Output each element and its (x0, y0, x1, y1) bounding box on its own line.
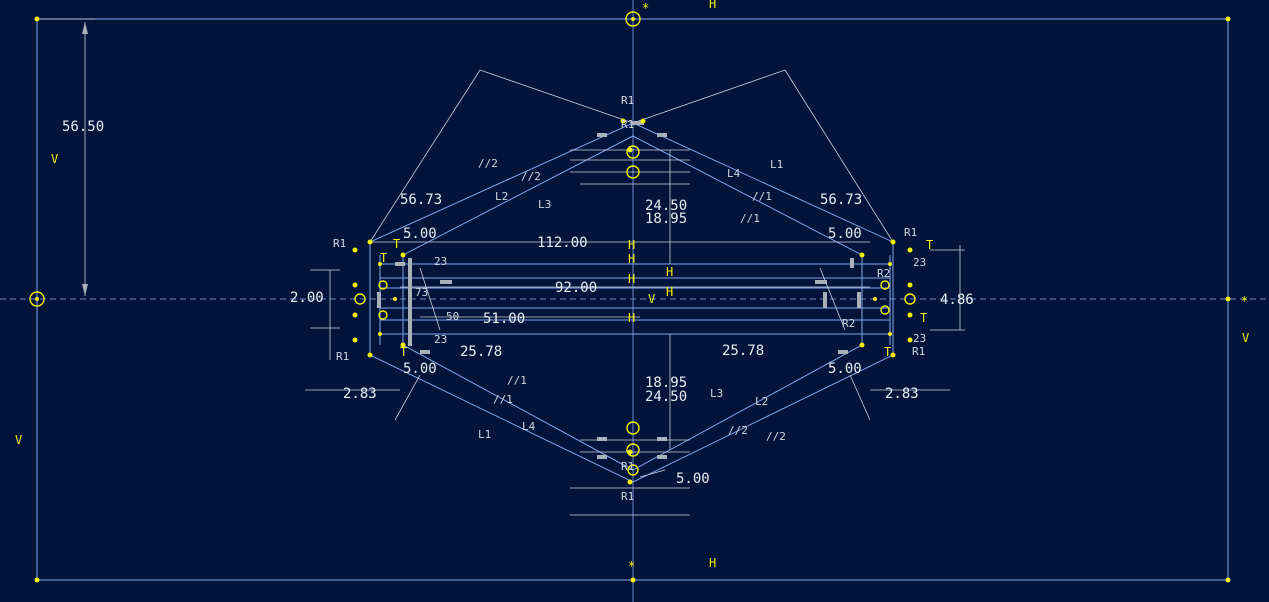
constraint-l2: L2 (755, 395, 768, 408)
constraint-h: H (666, 285, 673, 299)
dim-2-83-right: 2.83 (885, 386, 919, 402)
symmetry-star-icon: * (1241, 294, 1248, 308)
origin-icon[interactable] (625, 11, 641, 27)
constraint-v: V (51, 152, 58, 166)
constraint-parallel: //2 (478, 157, 498, 170)
symmetry-star-icon: * (642, 1, 649, 15)
constraint-radius: R1 (621, 118, 634, 131)
constraint-h: H (666, 265, 673, 279)
constraint-tangent: T (380, 251, 387, 265)
constraint-h: H (709, 556, 716, 570)
constraint-l3: L3 (538, 198, 551, 211)
constraint-parallel: //2 (521, 170, 541, 183)
dim-112: 112.00 (537, 235, 588, 251)
symmetry-star-icon: * (628, 559, 635, 573)
dim-56-50: 56.50 (62, 119, 104, 135)
constraint-l1: L1 (770, 158, 783, 171)
origin-icon[interactable] (29, 291, 45, 307)
constraint-v: V (648, 292, 655, 306)
constraint-tangent: T (920, 311, 927, 325)
dim-4-86: 4.86 (940, 292, 974, 308)
constraint-parallel: //1 (752, 190, 772, 203)
dim-92: 92.00 (555, 280, 597, 296)
dim-5-bottom: 5.00 (676, 471, 710, 487)
constraint-radius: R2 (842, 317, 855, 330)
constraint-parallel: //1 (740, 212, 760, 225)
dim-5-bl: 5.00 (403, 361, 437, 377)
constraint-parallel: //2 (766, 430, 786, 443)
constraint-l3: L3 (710, 387, 723, 400)
dim-51: 51.00 (483, 311, 525, 327)
dim-2-83-left: 2.83 (343, 386, 377, 402)
dim-56-73-left: 56.73 (400, 192, 442, 208)
constraint-radius: R1 (621, 94, 634, 107)
dim-50: 50 (446, 310, 459, 323)
constraint-h: H (628, 252, 635, 266)
slot-lines[interactable] (379, 255, 891, 345)
constraint-v: V (1242, 331, 1249, 345)
constraint-tangent: T (400, 345, 407, 359)
constraint-symbols[interactable]: H H V V V H H H H H H V L1 L1 L2 L2 L3 L… (15, 0, 1249, 570)
dim-23-b: 23 (434, 333, 447, 346)
dim-23-c: 23 (913, 256, 926, 269)
constraint-l4: L4 (522, 420, 536, 433)
vertex-points[interactable] (34, 16, 1231, 583)
dim-23-a: 23 (434, 255, 447, 268)
constraint-radius: R1 (333, 237, 346, 250)
dim-25-78-left: 25.78 (460, 344, 502, 360)
dim-24-50-top: 24.50 (645, 198, 687, 214)
dim-5-br: 5.00 (828, 361, 862, 377)
constraint-tangent: T (393, 237, 400, 251)
constraint-radius: R2 (877, 267, 890, 280)
dim-2-left: 2.00 (290, 290, 324, 306)
constraint-radius: R1 (621, 490, 634, 503)
constraint-h: H (628, 272, 635, 286)
constraint-radius: R1 (912, 345, 925, 358)
constraint-parallel: //1 (493, 393, 513, 406)
constraint-h: H (628, 311, 635, 325)
constraint-radius: R1 (336, 350, 349, 363)
constraint-h: H (709, 0, 716, 11)
constraint-l1: L1 (478, 428, 491, 441)
constraint-parallel: //2 (728, 424, 748, 437)
constraint-v: V (15, 433, 22, 447)
constraint-parallel: //1 (507, 374, 527, 387)
dim-5-tl: 5.00 (403, 226, 437, 242)
dim-24-50-bot: 24.50 (645, 389, 687, 405)
dim-5-tr: 5.00 (828, 226, 862, 242)
dim-73: 73 (415, 286, 428, 299)
constraint-tangent: T (926, 238, 933, 252)
dim-23-d: 23 (913, 332, 926, 345)
constraint-l2: L2 (495, 190, 508, 203)
dim-18-95-bot: 18.95 (645, 375, 687, 391)
dim-18-95-top: 18.95 (645, 211, 687, 227)
diamond-outer[interactable] (369, 122, 894, 483)
dim-25-78-right: 25.78 (722, 343, 764, 359)
dimension-lines (40, 18, 965, 516)
dimension-values[interactable]: 56.50 56.73 56.73 112.00 92.00 51.00 24.… (62, 119, 974, 487)
constraint-h: H (628, 238, 635, 252)
constraint-radius: R1 (621, 460, 634, 473)
dim-56-73-right: 56.73 (820, 192, 862, 208)
arc-circles[interactable] (354, 145, 916, 476)
constraint-l4: L4 (727, 167, 741, 180)
weak-dimension-markers (377, 121, 861, 459)
constraint-radius: R1 (904, 226, 917, 239)
constraint-tangent: T (884, 345, 891, 359)
